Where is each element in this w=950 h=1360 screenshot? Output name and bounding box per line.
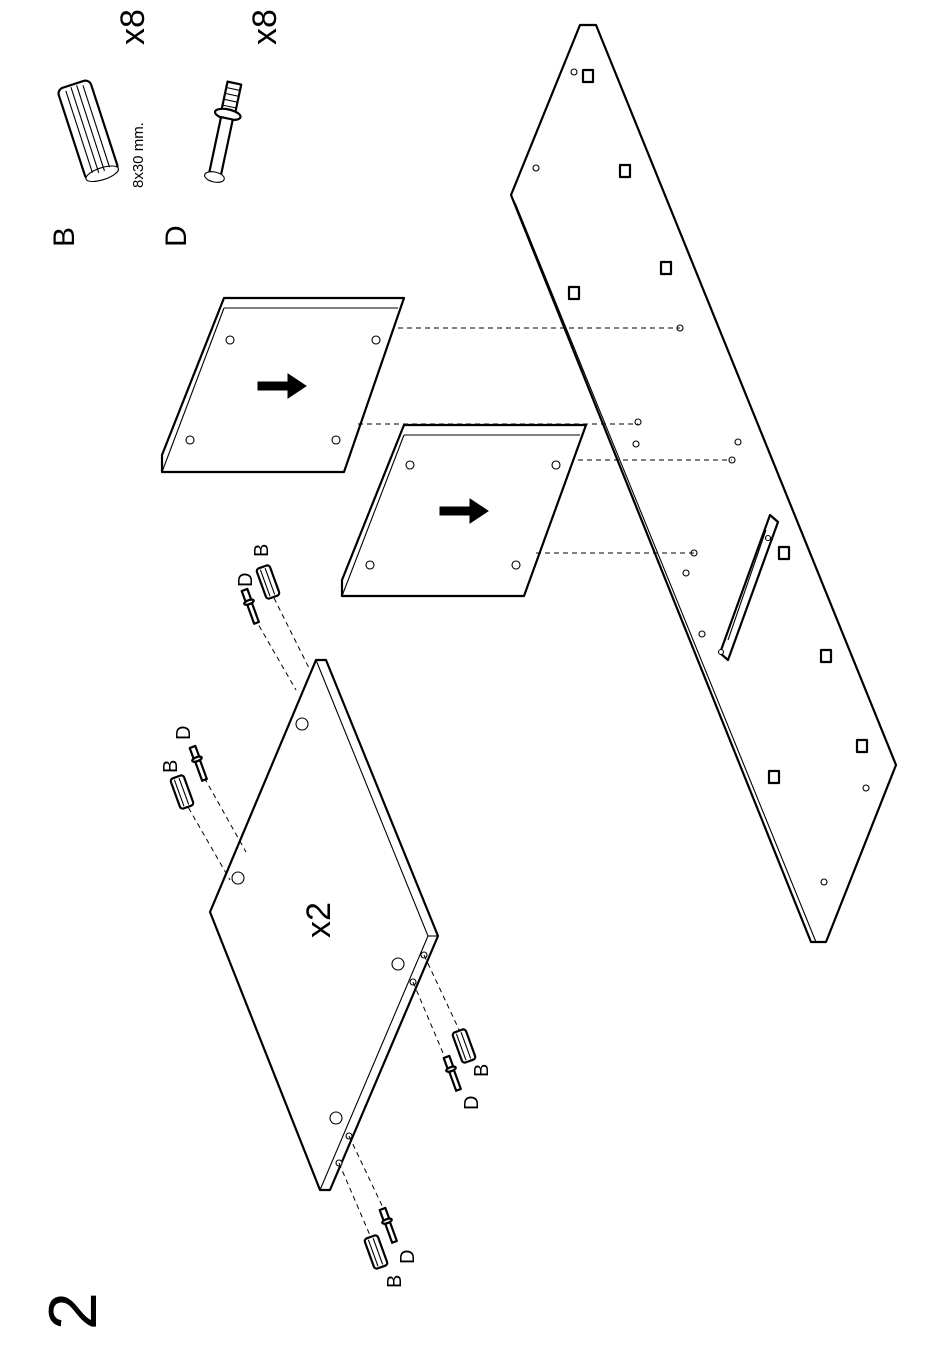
fitting-2-bolt-label: D xyxy=(173,726,195,740)
cam-bolt-icon xyxy=(378,1207,399,1243)
fitting-4-bolt-label: D xyxy=(397,1250,419,1264)
cam-bolt-icon xyxy=(240,588,261,624)
side-panel xyxy=(511,25,896,942)
step-number: 2 xyxy=(35,1292,111,1330)
part-b-quantity: x8 xyxy=(114,9,152,45)
wooden-dowel-icon xyxy=(452,1029,476,1064)
cam-bolt-icon xyxy=(442,1055,463,1091)
shelf-panel: x2 xyxy=(210,660,438,1190)
part-d-letter: D xyxy=(160,225,193,247)
wooden-dowel-icon xyxy=(57,79,120,185)
drawer-panel-top xyxy=(162,298,404,472)
fitting-3-dowel-label: B xyxy=(471,1064,493,1077)
wooden-dowel-icon xyxy=(364,1235,388,1270)
fitting-2-dowel-label: B xyxy=(160,760,182,773)
part-legend-b: B x8 8x30 mm. xyxy=(48,9,152,247)
part-d-quantity: x8 xyxy=(246,9,284,45)
fitting-4-dowel-label: B xyxy=(384,1275,406,1288)
shelf-multiplier: x2 xyxy=(300,902,338,938)
drawer-panel-bottom xyxy=(342,425,586,596)
wooden-dowel-icon xyxy=(170,775,194,810)
fitting-group-4: B D xyxy=(339,1136,419,1288)
fitting-group-3: B D xyxy=(413,955,493,1110)
fitting-3-bolt-label: D xyxy=(461,1096,483,1110)
part-legend-d: D x8 xyxy=(160,9,284,247)
wooden-dowel-icon xyxy=(256,565,280,600)
fitting-1-bolt-label: D xyxy=(235,573,257,587)
part-b-letter: B xyxy=(48,227,81,247)
fitting-1-dowel-label: B xyxy=(251,544,273,557)
cam-bolt-icon xyxy=(188,745,209,781)
part-b-size: 8x30 mm. xyxy=(130,122,147,188)
cam-bolt-icon xyxy=(201,80,247,184)
fitting-group-1: B D xyxy=(235,544,310,690)
